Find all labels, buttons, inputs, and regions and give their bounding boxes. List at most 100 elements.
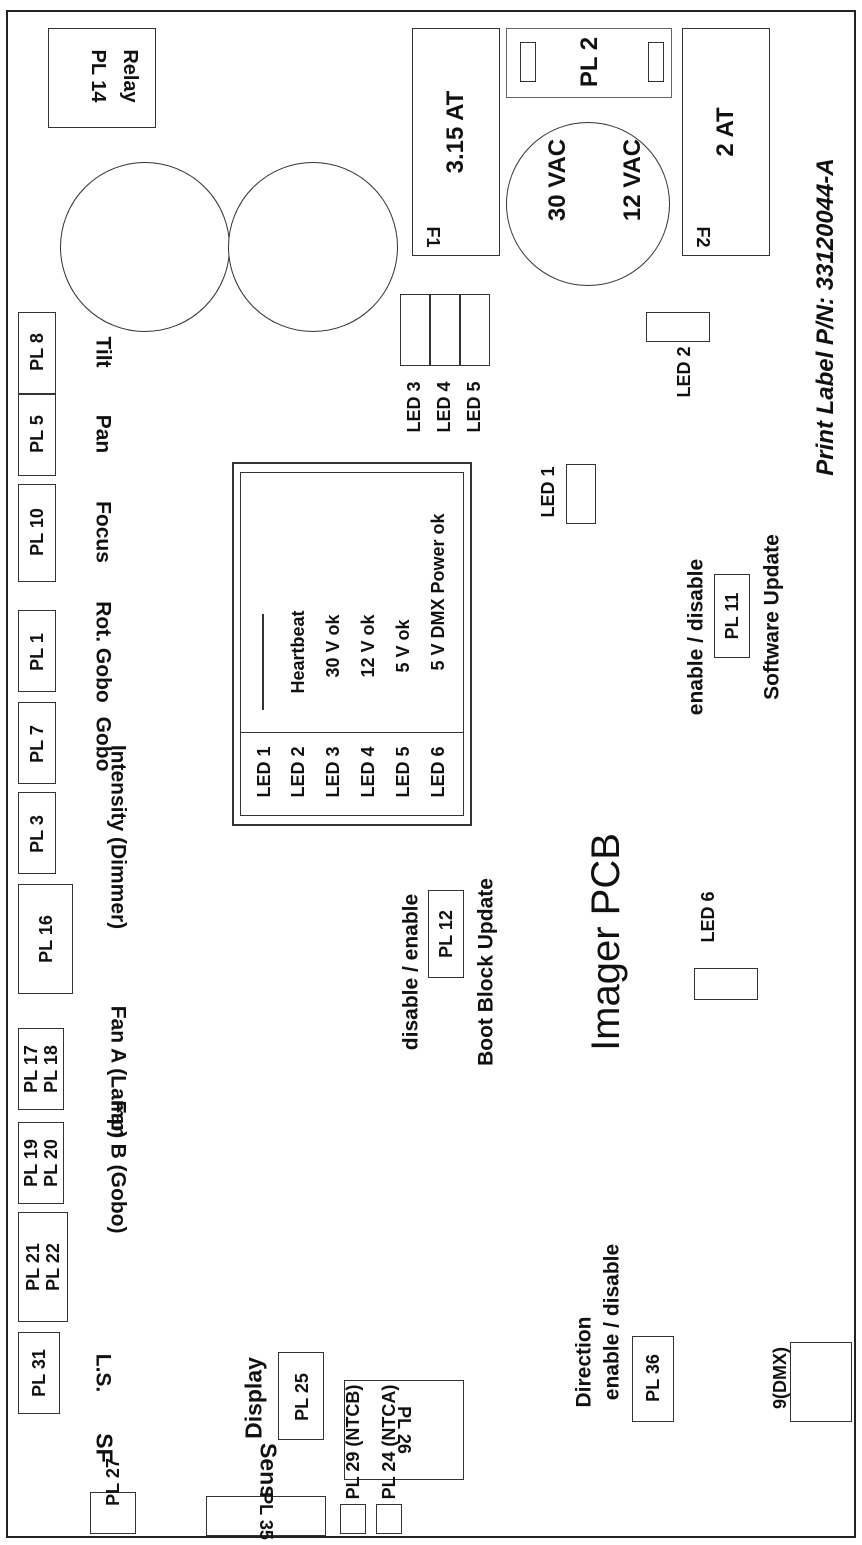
func-pan: Pan [91, 414, 115, 454]
connector-pl8 [18, 312, 56, 394]
connector-pl31 [18, 1332, 60, 1414]
led2-box [646, 312, 710, 342]
connector-pl12 [428, 890, 464, 978]
func-rot-gobo: Rot. Gobo [91, 601, 115, 703]
connector-pl16 [18, 884, 73, 994]
connector-pl14-relay [48, 28, 156, 128]
fuse-f2-label: F2 [693, 226, 713, 248]
pl12-line1: disable / enable [399, 893, 423, 1051]
legend-led3-status: 30 V ok [323, 614, 343, 678]
func-ls: L.S. [91, 1353, 115, 1393]
connector-pl27-label: PL 27 [103, 1458, 123, 1506]
led6-box [694, 968, 758, 1000]
connector-pl27 [90, 1492, 136, 1534]
led-legend-divider [240, 732, 464, 733]
connector-pl35-label: PL 35 [256, 1492, 276, 1540]
connector-pl21-22-label: PL 21 PL 22 [23, 1243, 63, 1291]
connector-pl7 [18, 702, 56, 784]
func-intensity-dimmer: Intensity (Dimmer) [106, 744, 130, 930]
pcb-board: PL 8 Tilt PL 5 Pan PL 10 Focus PL 1 Rot.… [6, 10, 856, 1540]
connector-pl31-label: PL 31 [29, 1349, 49, 1397]
connector-pl14-label: PL 14 [87, 49, 109, 103]
legend-led1: LED 1 [254, 746, 274, 798]
connector-pl24 [376, 1504, 402, 1534]
led2-label: LED 2 [674, 346, 694, 398]
led4-label: LED 4 [434, 381, 454, 433]
connector-pl7-label: PL 7 [27, 725, 47, 763]
connector-pl36 [632, 1336, 674, 1422]
connector-pl21-22 [18, 1212, 68, 1322]
display-label: Display [240, 1357, 267, 1439]
connector-pl8-label: PL 8 [27, 333, 47, 371]
connector-pl25-label: PL 25 [292, 1373, 312, 1421]
dmx-label: 9(DMX) [770, 1347, 790, 1409]
legend-led6-status: 5 V DMX Power ok [428, 513, 448, 671]
pl12-line2: Boot Block Update [474, 878, 498, 1066]
legend-led2-status: Heartbeat [288, 610, 308, 694]
led1-box [566, 464, 596, 524]
legend-led2: LED 2 [288, 746, 308, 798]
connector-pl10-label: PL 10 [27, 508, 47, 556]
connector-pl35 [206, 1496, 326, 1536]
connector-pl5 [18, 394, 56, 476]
capacitor-2 [228, 162, 398, 332]
fuse-f1 [412, 28, 500, 256]
pl2-pin-right [648, 42, 664, 82]
led4-box [430, 294, 460, 366]
connector-pl29 [340, 1504, 366, 1534]
connector-pl11-label: PL 11 [722, 592, 742, 640]
func-tilt: Tilt [91, 336, 115, 368]
connector-pl1-label: PL 1 [27, 633, 47, 671]
connector-pl2-label: PL 2 [576, 36, 603, 88]
pl11-line2: Software Update [760, 534, 784, 700]
connector-pl29-label: PL 29 (NTCB) [343, 1384, 363, 1500]
legend-led4: LED 4 [358, 746, 378, 798]
led6-label: LED 6 [698, 891, 718, 943]
capacitor-1 [60, 162, 230, 332]
led3-label: LED 3 [404, 381, 424, 433]
connector-pl3 [18, 792, 56, 874]
connector-pl36-label: PL 36 [643, 1354, 663, 1402]
pl2-pin-left [520, 42, 536, 82]
led5-box [460, 294, 490, 366]
fuse-f2 [682, 28, 770, 256]
led1-label: LED 1 [538, 466, 558, 518]
pl11-line1: enable / disable [684, 558, 708, 716]
transformer-30vac: 30 VAC [544, 138, 571, 222]
connector-pl10 [18, 484, 56, 582]
func-focus: Focus [91, 501, 115, 563]
legend-led1-dash [262, 614, 264, 710]
connector-pl19-20 [18, 1122, 64, 1204]
func-fan-b-gobo: Fan B (Gobo) [106, 1100, 130, 1234]
transformer-12vac: 12 VAC [619, 138, 646, 222]
connector-pl25 [278, 1352, 324, 1440]
led-legend-inner [240, 472, 464, 816]
legend-led5: LED 5 [393, 746, 413, 798]
legend-led3: LED 3 [323, 746, 343, 798]
connector-pl19-20-label: PL 19 PL 20 [21, 1139, 61, 1187]
legend-led5-status: 5 V ok [393, 619, 413, 673]
connector-pl17-18 [18, 1028, 64, 1110]
fuse-f1-rating: 3.15 AT [442, 90, 469, 174]
connector-pl3-label: PL 3 [27, 815, 47, 853]
connector-pl24-label: PL 24 (NTCA) [379, 1384, 399, 1500]
pl36-line1: Direction [572, 1316, 596, 1408]
led5-label: LED 5 [464, 381, 484, 433]
fuse-f1-label: F1 [423, 226, 443, 248]
connector-pl5-label: PL 5 [27, 415, 47, 453]
transformer [506, 122, 670, 286]
connector-pl11 [714, 574, 750, 658]
connector-pl17-18-label: PL 17 PL 18 [21, 1045, 61, 1093]
pl36-line2: enable / disable [600, 1243, 624, 1401]
legend-led4-status: 12 V ok [358, 614, 378, 678]
connector-dmx [790, 1342, 852, 1422]
relay-label: Relay [119, 49, 141, 103]
led3-box [400, 294, 430, 366]
connector-pl16-label: PL 16 [36, 915, 56, 963]
print-label: Print Label P/N: 33120044-A [812, 158, 839, 476]
fuse-f2-rating: 2 AT [712, 107, 739, 157]
legend-led6: LED 6 [428, 746, 448, 798]
board-title: Imager PCB [584, 833, 628, 1051]
connector-pl1 [18, 610, 56, 692]
connector-pl26 [344, 1380, 464, 1480]
